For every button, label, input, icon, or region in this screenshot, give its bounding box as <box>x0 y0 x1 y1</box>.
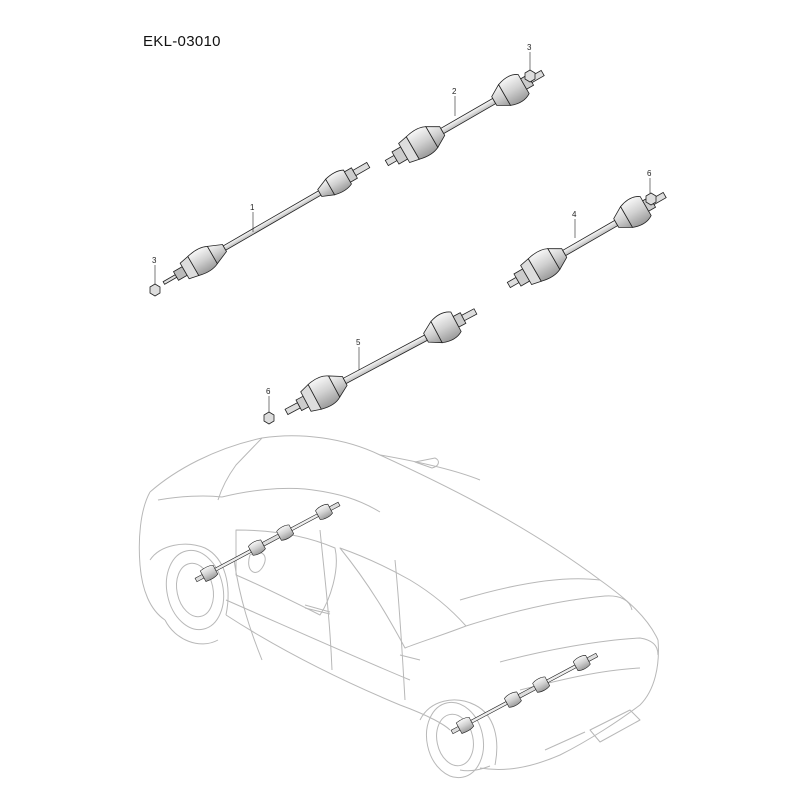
nut-6-upper <box>645 192 657 206</box>
drive-shaft-1 <box>162 161 371 285</box>
front-drive-shaft-on-vehicle <box>194 501 341 583</box>
callout-2: 2 <box>452 87 457 96</box>
callout-3-lower: 3 <box>152 256 157 265</box>
drive-shaft-5 <box>284 308 478 416</box>
rear-drive-shaft-on-vehicle <box>450 652 599 735</box>
nut-3-upper <box>524 69 536 83</box>
callout-5: 5 <box>356 338 361 347</box>
callout-4: 4 <box>572 210 577 219</box>
callout-3-upper: 3 <box>527 43 532 52</box>
drive-shaft-2 <box>384 69 545 167</box>
callout-6-lower: 6 <box>266 387 271 396</box>
nut-3-lower <box>149 283 161 297</box>
callout-1: 1 <box>250 203 255 212</box>
vehicle-outline <box>138 435 659 779</box>
diagram-title: EKL-03010 <box>143 33 221 50</box>
callout-6-upper: 6 <box>647 169 652 178</box>
nut-6-lower <box>263 411 275 425</box>
